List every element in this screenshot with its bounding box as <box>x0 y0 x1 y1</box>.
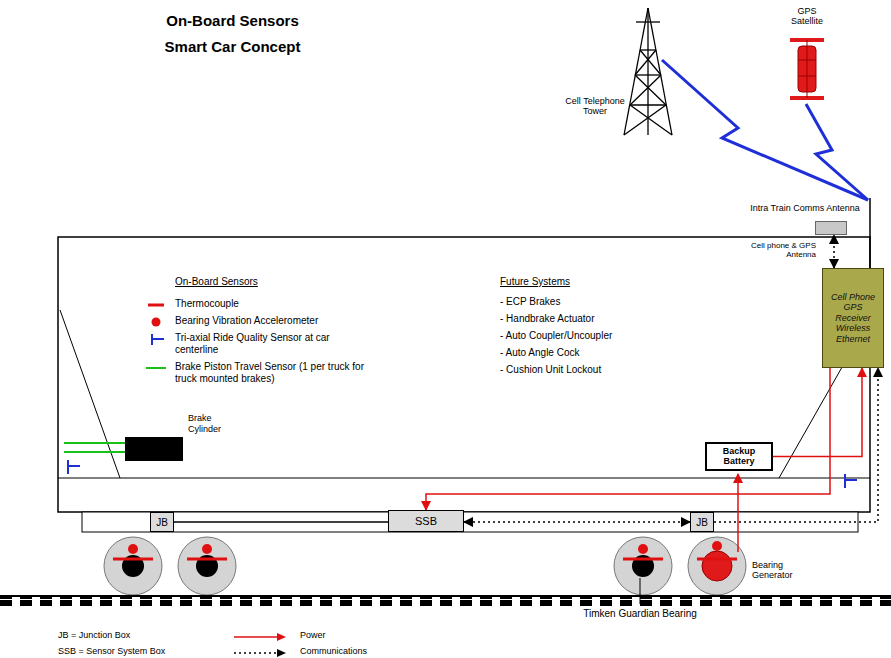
label: JB = Junction Box <box>58 630 218 640</box>
legend-text: Communications <box>300 646 420 657</box>
thermocouple <box>697 558 737 561</box>
label: Cell phone & GPS Antenna <box>748 241 816 259</box>
tower-brace <box>630 105 672 135</box>
accelerometer <box>202 544 212 554</box>
wheel <box>614 537 672 595</box>
label: - Cushion Unit Lockout <box>500 364 680 376</box>
tower-brace <box>640 50 661 75</box>
node-text: Intra Train Comms Antenna <box>745 203 865 213</box>
connector <box>464 521 690 523</box>
swatch-arrow <box>277 633 286 641</box>
swatch-line <box>234 652 279 654</box>
radio-box: Cell Phone GPS Receiver Wireless Etherne… <box>822 268 884 368</box>
legend-swatch <box>140 316 170 328</box>
connector <box>833 235 835 268</box>
swatch-arrow <box>277 649 286 657</box>
label: Cell Telephone Tower <box>565 96 625 117</box>
legend-text: Brake Piston Travel Sensor (1 per truck … <box>175 361 385 385</box>
label: Bearing Generator <box>752 560 812 581</box>
connector <box>426 368 830 510</box>
tower-brace <box>635 75 666 105</box>
underframe <box>82 512 858 532</box>
rail-ties <box>0 597 891 606</box>
legend-swatch <box>140 362 170 374</box>
tower-brace <box>635 74 661 75</box>
swatch-line <box>146 367 166 369</box>
bearing-generator <box>702 551 732 581</box>
legend-text: Bearing Vibration Accelerometer <box>175 315 375 327</box>
sensor-system-box: SSB <box>388 510 464 532</box>
thermocouple <box>623 558 663 561</box>
label: - Handbrake Actuator <box>500 313 680 325</box>
title: On-Board Sensors Smart Car Concept <box>150 8 315 60</box>
power-wire <box>737 474 739 552</box>
car-body <box>58 237 870 512</box>
satellite-mast <box>807 40 808 98</box>
car-sill <box>58 477 870 478</box>
label: Future Systems <box>500 276 640 288</box>
label: On-Board Sensors <box>175 276 315 288</box>
legend-swatch <box>140 299 170 311</box>
radio-link <box>662 60 868 200</box>
legend-text: Power <box>300 630 420 641</box>
antenna-box: Intra Train Comms Antenna <box>745 203 865 235</box>
label: - Auto Angle Cock <box>500 347 680 359</box>
accelerometer <box>638 544 648 554</box>
tower-leg <box>647 8 648 135</box>
tower-brace <box>630 104 666 105</box>
brake-cylinder-body <box>125 437 183 461</box>
wheel <box>104 537 162 595</box>
battery-box: Backup Battery <box>705 442 773 471</box>
swatch-symbol <box>152 334 164 345</box>
junction-box: JB <box>690 512 714 532</box>
wheel <box>178 537 236 595</box>
ride-quality-sensor <box>845 474 857 488</box>
rail <box>0 595 891 597</box>
tower-brace <box>640 49 656 50</box>
connector <box>174 521 388 523</box>
legend-swatch <box>232 647 287 658</box>
thermocouple <box>187 558 227 561</box>
label: GPS Satellite <box>782 6 832 27</box>
node-text: Backup Battery <box>709 447 769 467</box>
brake-piston-sensor <box>64 442 125 444</box>
node-text: Brake Cylinder <box>188 413 240 435</box>
label: SSB = Sensor System Box <box>58 646 218 656</box>
accelerometer <box>712 541 722 551</box>
ride-quality-sensor <box>68 460 80 474</box>
brake-piston-sensor <box>64 451 125 453</box>
swatch-line <box>148 304 164 307</box>
leader-line <box>640 578 641 604</box>
satellite-band <box>798 76 816 77</box>
swatch-dot <box>152 318 161 327</box>
label: - ECP Brakes <box>500 296 680 308</box>
tower-antenna <box>636 21 660 22</box>
tower-brace <box>624 105 666 135</box>
node-text: SSB <box>415 515 437 527</box>
node-text: JB <box>696 517 708 528</box>
swatch-line <box>234 636 279 638</box>
satellite-band <box>798 60 816 61</box>
connector <box>773 368 862 457</box>
brake-cylinder: Brake Cylinder <box>120 413 240 461</box>
legend-swatch <box>140 333 170 345</box>
tower-brace <box>635 50 656 75</box>
antenna-housing <box>815 221 847 235</box>
legend-swatch <box>232 631 287 643</box>
label: Timken Guardian Bearing <box>565 608 715 620</box>
radio-link <box>806 104 868 200</box>
legend-text: Tri-axial Ride Quality Sensor at car cen… <box>175 332 340 356</box>
accelerometer <box>128 544 138 554</box>
junction-box: JB <box>150 512 174 532</box>
tower-brace <box>630 75 661 105</box>
legend-text: Thermocouple <box>175 298 375 310</box>
node-text: Cell Phone GPS Receiver Wireless Etherne… <box>825 292 881 344</box>
thermocouple <box>113 558 153 561</box>
label: - Auto Coupler/Uncoupler <box>500 330 680 342</box>
node-text: JB <box>156 517 168 528</box>
